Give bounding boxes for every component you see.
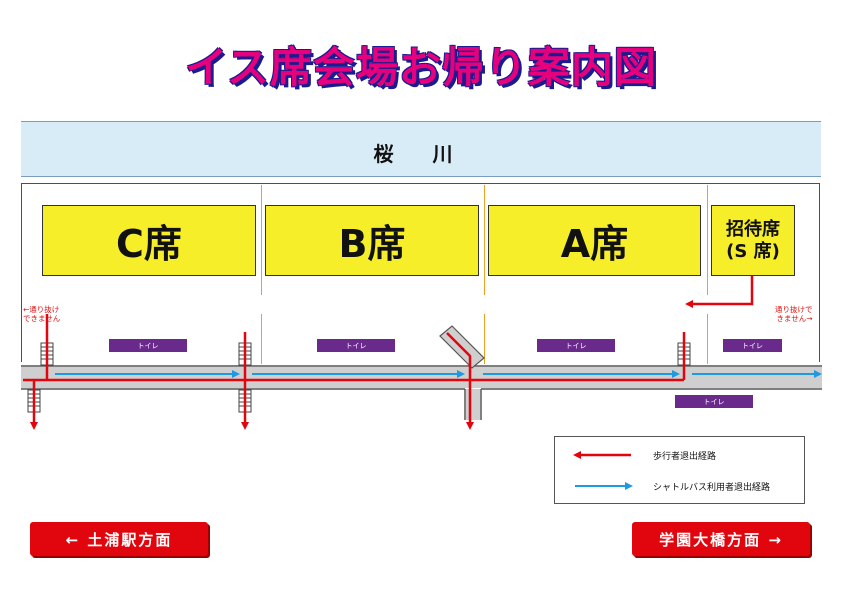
river: 桜 川 (21, 121, 821, 177)
block-b-seats: B席 (265, 205, 479, 276)
river-label: 桜 川 (373, 142, 469, 166)
venue-area (21, 183, 820, 362)
pedestrian-route (23, 276, 754, 430)
note-right-line2: きません→ (776, 314, 813, 323)
legend-pedestrian-label: 歩行者退出経路 (653, 451, 717, 462)
direction-sign-tsuchiura: ← 土浦駅方面 (30, 522, 208, 556)
invited-seats-sublabel: (S 席) (726, 240, 780, 262)
road (21, 325, 822, 420)
legend-shuttle-label: シャトルバス利用者退出経路 (653, 482, 771, 493)
block-a-seats: A席 (488, 205, 701, 276)
page-title: イス席会場お帰り案内図 (185, 43, 657, 92)
note-right-line1: 通り抜けで (775, 305, 813, 314)
no-through-note-left: ←通り抜け できません (23, 305, 60, 323)
blue-arrow-icon (575, 482, 633, 490)
legend-item-pedestrian: 歩行者退出経路 (573, 448, 716, 462)
toilet: トイレ (537, 339, 615, 352)
toilet: トイレ (723, 339, 782, 352)
divider (261, 314, 262, 364)
block-c-seats: C席 (42, 205, 256, 276)
divider (484, 185, 485, 295)
divider (707, 314, 708, 364)
legend-item-shuttle: シャトルバス利用者退出経路 (573, 479, 770, 493)
divider (261, 185, 262, 295)
divider (707, 185, 708, 295)
toilet: トイレ (109, 339, 187, 352)
direction-sign-gakuen-bridge: 学園大橋方面 → (632, 522, 810, 556)
divider (484, 314, 485, 364)
note-left-line1: ←通り抜け (23, 305, 60, 314)
legend: 歩行者退出経路 シャトルバス利用者退出経路 (554, 436, 805, 504)
note-left-line2: できません (23, 314, 61, 323)
block-invited-seats: 招待席 (S 席) (711, 205, 795, 276)
invited-seats-label: 招待席 (726, 218, 780, 240)
toilet: トイレ (317, 339, 395, 352)
red-arrow-icon (573, 451, 631, 459)
toilet: トイレ (675, 395, 753, 408)
no-through-note-right: 通り抜けで きません→ (775, 305, 813, 323)
